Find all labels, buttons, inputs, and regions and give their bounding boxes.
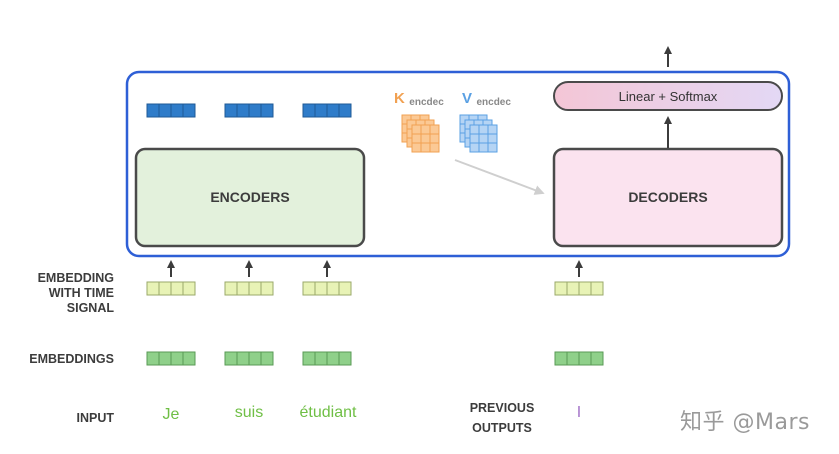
k-matrix-cell <box>420 133 431 144</box>
previous-output-word-1: I <box>577 404 581 421</box>
k-sub: encdec <box>409 97 444 108</box>
embedding-time-label-line3: SIGNAL <box>67 301 115 315</box>
time-embedding-vector-decoder <box>554 281 604 296</box>
v-matrix-cell <box>487 142 498 153</box>
time-embedding-vector-2 <box>224 281 274 296</box>
v-matrix-cell <box>478 124 489 135</box>
embedding-time-label-line1: EMBEDDING <box>38 271 114 285</box>
k-main: K <box>394 90 405 107</box>
time-embedding-vector-3 <box>302 281 352 296</box>
input-word-3: étudiant <box>300 404 357 421</box>
v-matrix-cell <box>469 133 480 144</box>
k-matrix-cell <box>429 142 440 153</box>
embedding-vector-2 <box>224 351 274 366</box>
v-matrix-cell <box>487 124 498 135</box>
k-encdec-label: K encdec <box>394 90 444 108</box>
v-matrix-cell <box>478 133 489 144</box>
embedding-vector-1 <box>146 351 196 366</box>
k-matrix-cell <box>429 133 440 144</box>
k-matrix-3 <box>411 124 440 153</box>
k-matrix-cell <box>420 142 431 153</box>
v-matrix-cell <box>487 133 498 144</box>
v-matrix-cell <box>478 142 489 153</box>
embedding-time-label-line2: WITH TIME <box>49 286 114 300</box>
decoders-box <box>552 147 784 248</box>
v-matrix-cell <box>469 124 480 135</box>
v-encdec-label: V encdec <box>462 90 511 108</box>
v-sub: encdec <box>476 97 511 108</box>
input-word-1: Je <box>163 406 180 423</box>
k-matrix-cell <box>420 124 431 135</box>
embeddings-label: EMBEDDINGS <box>29 352 114 366</box>
k-matrix-stack <box>401 114 440 153</box>
k-matrix-cell <box>429 124 440 135</box>
v-matrix-stack <box>459 114 498 153</box>
time-embedding-vector-1 <box>146 281 196 296</box>
encoder-output-vector-1 <box>146 103 196 118</box>
encoders-label: ENCODERS <box>210 189 289 205</box>
encoder-output-vector-3 <box>302 103 352 118</box>
previous-outputs-label-line2: OUTPUTS <box>472 421 532 435</box>
k-matrix-cell <box>411 124 422 135</box>
encoder-output-vector-2 <box>224 103 274 118</box>
k-matrix-cell <box>411 142 422 153</box>
v-matrix-cell <box>469 142 480 153</box>
kv-to-decoder-arrow <box>454 159 545 195</box>
decoders-label: DECODERS <box>628 189 707 205</box>
embedding-vector-decoder <box>554 351 604 366</box>
linear-softmax-box <box>553 81 783 111</box>
linear-softmax-label: Linear + Softmax <box>619 89 718 104</box>
v-main: V <box>462 90 472 107</box>
embedding-vector-3 <box>302 351 352 366</box>
previous-outputs-label-line1: PREVIOUS <box>470 401 535 415</box>
input-label: INPUT <box>77 411 115 425</box>
encoders-box <box>134 147 366 248</box>
input-word-2: suis <box>235 404 263 421</box>
encoder-decoder-stack-border <box>125 70 791 258</box>
watermark: 知乎 @Mars <box>680 410 810 435</box>
k-matrix-cell <box>411 133 422 144</box>
v-matrix-3 <box>469 124 498 153</box>
